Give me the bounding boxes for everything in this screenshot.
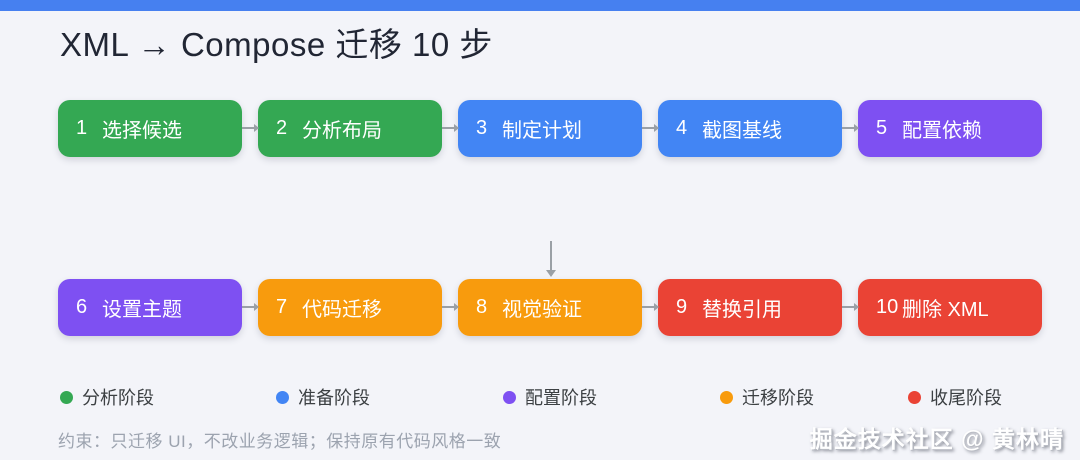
legend-label: 准备阶段 bbox=[298, 388, 370, 408]
step-label: 视觉验证 bbox=[502, 299, 582, 321]
step-box-5: 5 配置依赖 bbox=[858, 100, 1042, 157]
step-label: 配置依赖 bbox=[902, 120, 982, 142]
legend-label: 配置阶段 bbox=[525, 388, 597, 408]
top-accent-bar bbox=[0, 0, 1080, 11]
step-label: 设置主题 bbox=[102, 299, 182, 321]
step-number: 4 bbox=[676, 117, 688, 139]
down-arrow-icon bbox=[544, 241, 558, 278]
step-label: 截图基线 bbox=[702, 120, 782, 142]
step-number: 10 bbox=[876, 296, 899, 318]
step-label: 替换引用 bbox=[702, 299, 782, 321]
watermark: 掘金技术社区 @ 黄林晴 bbox=[809, 426, 1064, 452]
step-box-4: 4 截图基线 bbox=[658, 100, 842, 157]
step-number: 8 bbox=[476, 296, 488, 318]
step-box-9: 9 替换引用 bbox=[658, 279, 842, 336]
right-arrow-icon bbox=[442, 303, 459, 311]
legend-label: 收尾阶段 bbox=[930, 388, 1002, 408]
right-arrow-icon bbox=[642, 124, 659, 132]
legend-item-migrate: 迁移阶段 bbox=[720, 386, 814, 408]
right-arrow-icon bbox=[242, 303, 259, 311]
legend-label: 分析阶段 bbox=[82, 388, 154, 408]
right-arrow-icon bbox=[842, 124, 859, 132]
legend-dot-icon bbox=[276, 390, 289, 404]
step-box-1: 1 选择候选 bbox=[58, 100, 242, 157]
step-label: 删除 XML bbox=[902, 299, 989, 321]
right-arrow-icon bbox=[442, 124, 459, 132]
step-number: 6 bbox=[76, 296, 88, 318]
step-number: 7 bbox=[276, 296, 288, 318]
step-label: 代码迁移 bbox=[302, 299, 382, 321]
legend-dot-icon bbox=[60, 390, 73, 404]
legend-dot-icon bbox=[908, 390, 921, 404]
step-box-2: 2 分析布局 bbox=[258, 100, 442, 157]
right-arrow-icon bbox=[242, 124, 259, 132]
right-arrow-icon bbox=[842, 303, 859, 311]
legend-dot-icon bbox=[720, 390, 733, 404]
step-box-8: 8 视觉验证 bbox=[458, 279, 642, 336]
legend-item-finish: 收尾阶段 bbox=[908, 386, 1002, 408]
page-title: XML → Compose 迁移 10 步 bbox=[60, 26, 493, 63]
constraint-note: 约束：只迁移 UI，不改业务逻辑；保持原有代码风格一致 bbox=[58, 432, 502, 451]
step-number: 5 bbox=[876, 117, 888, 139]
step-number: 2 bbox=[276, 117, 288, 139]
step-box-10: 10 删除 XML bbox=[858, 279, 1042, 336]
step-box-6: 6 设置主题 bbox=[58, 279, 242, 336]
down-arrow-line bbox=[550, 241, 552, 271]
down-arrow-head bbox=[546, 270, 556, 277]
legend-item-prepare: 准备阶段 bbox=[276, 386, 370, 408]
legend-item-analysis: 分析阶段 bbox=[60, 386, 154, 408]
right-arrow-icon bbox=[642, 303, 659, 311]
legend-label: 迁移阶段 bbox=[742, 388, 814, 408]
step-number: 3 bbox=[476, 117, 488, 139]
legend-item-configure: 配置阶段 bbox=[503, 386, 597, 408]
step-label: 制定计划 bbox=[502, 120, 582, 142]
step-label: 选择候选 bbox=[102, 120, 182, 142]
step-box-3: 3 制定计划 bbox=[458, 100, 642, 157]
step-box-7: 7 代码迁移 bbox=[258, 279, 442, 336]
step-number: 1 bbox=[76, 117, 88, 139]
step-number: 9 bbox=[676, 296, 688, 318]
legend-dot-icon bbox=[503, 390, 516, 404]
step-label: 分析布局 bbox=[302, 120, 382, 142]
